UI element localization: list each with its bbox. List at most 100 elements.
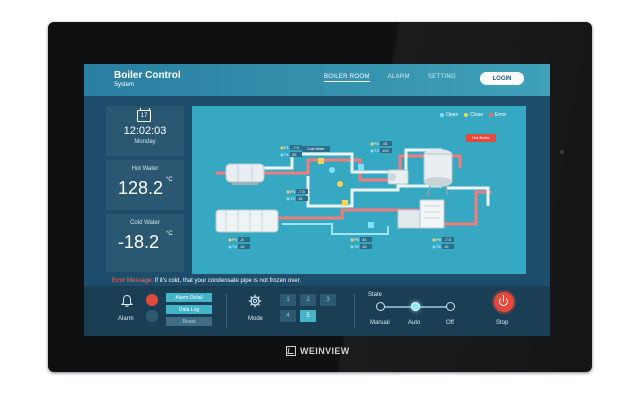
hot-boiler-tag-label: Hot Boiler: [472, 135, 490, 140]
brand-logo: WEINVIEW: [286, 344, 350, 358]
sensor-1-p-label: P1: [284, 145, 289, 150]
mode-selector: 1 2 3 4 5: [280, 294, 340, 324]
cold-water-value: -18.2: [118, 232, 160, 252]
valve-icons: [318, 158, 374, 228]
alarm-label: Alarm: [118, 316, 134, 322]
login-button[interactable]: LOGIN: [480, 72, 524, 85]
state-knob-manual[interactable]: [376, 302, 385, 311]
nav-alarm[interactable]: ALARM: [387, 74, 410, 80]
sensor-group-5: [350, 237, 372, 249]
legend-open-label: Open: [446, 112, 459, 118]
hot-water-card: Hot Water 128.2 °C: [106, 160, 184, 210]
hot-water-unit: °C: [166, 177, 173, 183]
sensor-6-p-value: -7.5: [444, 237, 451, 242]
legend-open-dot: [440, 113, 444, 117]
mode-button-2[interactable]: 2: [300, 294, 316, 306]
sensor-5-t-label: T5: [354, 244, 359, 249]
sensor-group-1: [280, 145, 302, 157]
cold-pipe-top: [262, 148, 442, 174]
cold-pipe-right: [446, 186, 490, 206]
sensor-group-4: [228, 237, 250, 249]
cold-pipe-bottom: [282, 223, 389, 235]
alarm-detail-button[interactable]: Alarm Detail: [166, 293, 212, 302]
legend-error: Error: [489, 112, 506, 118]
sensor-6-t-value: 15: [444, 244, 449, 249]
sensor-4-t-value: 15: [240, 244, 245, 249]
alarm-mute-icon[interactable]: [146, 310, 158, 322]
app-title-line2: System: [114, 82, 135, 88]
mode-button-5[interactable]: 5: [300, 310, 316, 322]
pump-icon: [387, 169, 409, 185]
sensor-4-p-value: -8: [240, 237, 244, 242]
weekday: Monday: [134, 139, 156, 145]
status-legend: Open Close Error: [440, 112, 506, 118]
legend-error-dot: [489, 113, 494, 117]
divider-1: [226, 294, 227, 328]
error-message-text: If it's cold, that your condensate pipe …: [154, 278, 301, 284]
cold-water-label: Cold Water: [130, 220, 160, 226]
nav-setting[interactable]: SETTING: [427, 74, 456, 80]
sensor-1-t-label: T1: [284, 152, 289, 157]
state-label-auto: Auto: [408, 320, 421, 326]
hot-pipe-bottom: [278, 190, 492, 226]
sensor-5-p-label: P5: [354, 237, 359, 242]
state-title: State: [368, 292, 383, 298]
divider-2: [354, 294, 355, 328]
mode-label: Mode: [248, 316, 264, 322]
stop-label: Stop: [496, 320, 509, 326]
sensor-group-3: [286, 189, 308, 201]
data-log-button[interactable]: Data Log: [166, 305, 212, 314]
calendar-icon: 17: [137, 108, 151, 122]
boiler-tank-bottom-icon: [215, 209, 279, 233]
sensor-3-t-label: T3: [290, 196, 295, 201]
legend-close: Close: [464, 112, 483, 118]
sensor-3-p-value: -7.5: [298, 189, 305, 194]
legend-open: Open: [440, 112, 458, 118]
nav-boiler-room[interactable]: BOILER ROOM: [324, 74, 370, 82]
datetime-card: 17 12:02:03 Monday: [106, 106, 184, 156]
sensor-5-p-value: 34: [362, 237, 367, 242]
sensor-2-t-label: T2: [374, 148, 379, 153]
sensor-2-t-value: 100: [382, 148, 389, 153]
sensor-group-6: [432, 237, 454, 249]
boiler-tank-top-icon: [225, 163, 265, 185]
legend-close-label: Close: [470, 112, 484, 118]
cold-water-card: Cold Water -18.2 °C: [106, 214, 184, 272]
app-title-line1: Boiler Control: [114, 70, 181, 81]
sensor-3-p-label: P3: [290, 189, 295, 194]
mode-button-4[interactable]: 4: [280, 310, 296, 322]
clock-time: 12:02:03: [123, 125, 167, 137]
legend-close-dot: [464, 113, 469, 117]
sensor-4-t-label: T4: [232, 244, 237, 249]
sensor-2-p-label: P2: [374, 141, 379, 146]
stop-power-icon[interactable]: [494, 292, 514, 312]
sensor-group-2: [370, 141, 392, 153]
mode-button-1[interactable]: 1: [280, 294, 296, 306]
state-knob-auto[interactable]: [411, 302, 420, 311]
hmi-screen: Boiler Control System BOILER ROOM ALARM …: [84, 64, 550, 336]
sensor-1-t-value: 35: [292, 152, 297, 157]
mode-button-3[interactable]: 3: [320, 294, 336, 306]
state-knob-off[interactable]: [446, 302, 455, 311]
cold-pipe-mid: [306, 176, 442, 208]
state-label-off: Off: [446, 320, 454, 326]
sensor-1-p-value: -7.5: [292, 145, 299, 150]
brand-name: WEINVIEW: [300, 346, 350, 356]
brand-mark-icon: [286, 346, 296, 356]
reset-button[interactable]: Reset: [166, 317, 212, 326]
info-panel: 17 12:02:03 Monday Hot Water 128.2 °C Co…: [106, 106, 184, 272]
legend-error-label: Error: [495, 112, 507, 118]
hot-boiler-vessel-icon: [423, 149, 453, 197]
alarm-indicator-icon[interactable]: [146, 294, 158, 306]
sensor-3-t-value: 15: [298, 196, 303, 201]
gear-icon[interactable]: [248, 294, 262, 308]
bottom-control-bar: Alarm Alarm Detail Data Log Reset Mode 1…: [84, 286, 550, 336]
sensor-6-t-label: T6: [436, 244, 441, 249]
sensor-dot: [560, 150, 564, 154]
hot-boiler-tag: [466, 134, 496, 142]
cold-water-tag-label: Cold Water: [307, 147, 325, 151]
bell-icon[interactable]: [120, 294, 134, 308]
state-label-manual: Manual: [370, 320, 390, 326]
sensor-4-p-label: P4: [232, 237, 237, 242]
sensor-5-t-value: 15: [362, 244, 367, 249]
